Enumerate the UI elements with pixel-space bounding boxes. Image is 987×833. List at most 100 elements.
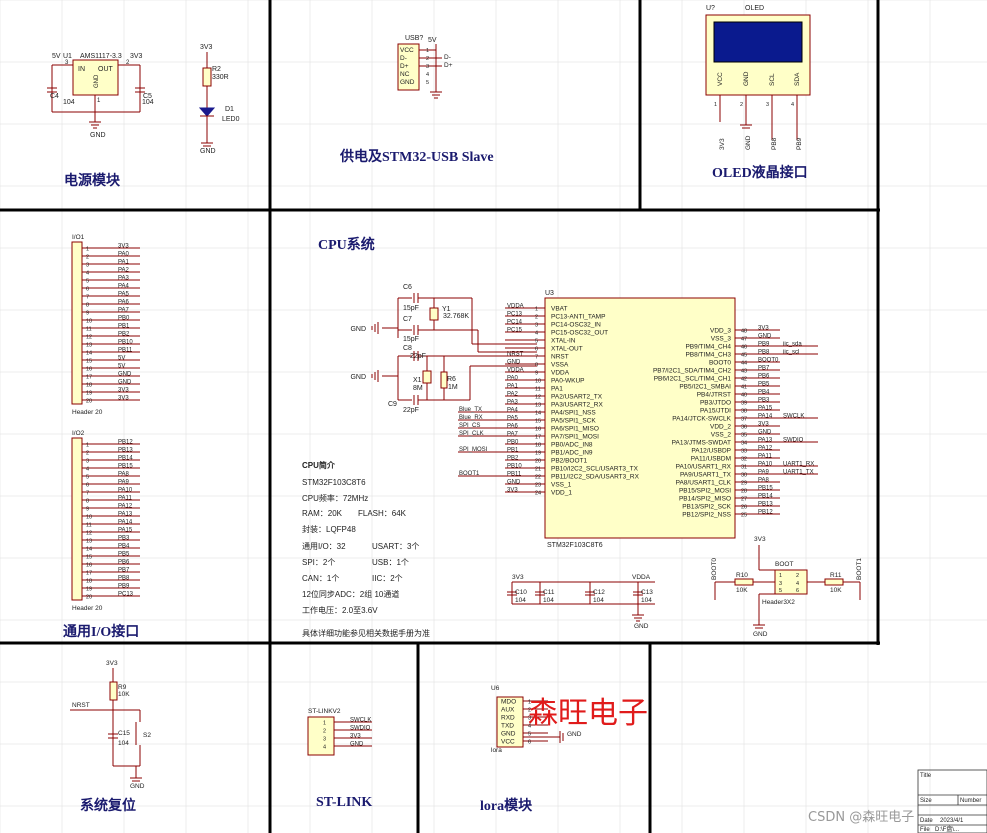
header-pin-number: 13	[86, 539, 92, 545]
mcu-right-net-tag: SWDIO	[783, 438, 804, 444]
mcu-left-net: PA1	[507, 384, 519, 390]
y1-ref: Y1	[442, 306, 451, 313]
header-pin-number: 2	[86, 255, 89, 261]
reset-net-label: NRST	[72, 702, 90, 709]
lora-pin-name: AUX	[501, 707, 515, 714]
cpu-info-line: IIC：2个	[372, 574, 403, 583]
mcu-right-net: PA12	[758, 446, 773, 452]
usb-pin-name: VCC	[400, 47, 414, 54]
mcu-right-net-tag: iic_scl	[783, 350, 799, 356]
mcu-left-net-tag: SPI_CS	[459, 423, 480, 429]
stlink-pin-number: 4	[323, 745, 326, 751]
boot-gnd: GND	[753, 631, 768, 638]
mcu-left-pin-number: 9	[535, 371, 538, 377]
oled-pin-number: 1	[714, 102, 717, 108]
mcu-left-pin-number: 3	[535, 323, 538, 329]
header-net-label: PB14	[118, 456, 133, 462]
c4-ref: C4	[50, 93, 59, 100]
mcu-right-pin-name: PB12/SPI2_NSS	[682, 512, 731, 519]
mcu-right-net-tag: UART1_RX	[783, 462, 814, 468]
boot-pin-number: 4	[796, 581, 799, 587]
r2-ref: R2	[212, 66, 221, 73]
header-pin-number: 17	[86, 375, 92, 381]
watermark-text: 森旺电子	[528, 696, 648, 731]
header-pin-number: 1	[86, 247, 89, 253]
header-pin-number: 20	[86, 399, 92, 405]
lora-part-name: lora	[491, 747, 502, 754]
mcu-left-pin-number: 5	[535, 339, 538, 345]
mcu-left-pin-name: PC14-OSC32_IN	[551, 322, 601, 329]
mcu-right-pin-number: 34	[741, 441, 747, 447]
mcu-left-pin-name: PB10/I2C2_SCL/USART3_TX	[551, 466, 639, 473]
stlink-net-label: GND	[350, 742, 364, 748]
mcu-right-pin-number: 27	[741, 497, 747, 503]
oled-pin-name: SCL	[769, 73, 776, 86]
usb-ref: USB?	[405, 35, 423, 42]
mcu-left-pin-name: PC13-ANTI_TAMP	[551, 314, 605, 321]
mcu-right-net: PA10	[758, 462, 773, 468]
power-pin-out-num: 2	[126, 60, 130, 66]
header-pin-number: 16	[86, 563, 92, 569]
header-net-label: 5V	[118, 364, 125, 370]
header-net-label: PB0	[118, 316, 130, 322]
mcu-right-net: PA8	[758, 478, 770, 484]
mcu-right-pin-name: PA15/JTDI	[700, 408, 731, 415]
header-pin-number: 4	[86, 467, 89, 473]
mcu-left-pin-name: VBAT	[551, 306, 568, 313]
header-net-label: PA15	[118, 528, 133, 534]
section-title-usb: 供电及STM32-USB Slave	[340, 150, 494, 165]
stlink-pin-number: 2	[323, 729, 326, 735]
lora-pin-number: 3	[528, 716, 531, 722]
c4-value: 104	[63, 99, 75, 106]
header-pin-number: 17	[86, 571, 92, 577]
mcu-right-net-tag: SWCLK	[783, 414, 804, 420]
mcu-left-net: PA7	[507, 432, 519, 438]
header-net-label: PA0	[118, 252, 130, 258]
stlink-net-label: 3V3	[350, 734, 361, 740]
lora-pin-name: VCC	[501, 739, 515, 746]
header-net-label: PB11	[118, 348, 133, 354]
stlink-net-label: SWDIO	[350, 726, 371, 732]
mcu-left-net: 3V3	[507, 488, 518, 494]
mcu-left-net: NRST	[507, 352, 524, 358]
mcu-left-net: PA5	[507, 416, 519, 422]
section-title-lora: lora模块	[480, 799, 533, 814]
mcu-right-net: PA11	[758, 454, 772, 460]
boot0-net: BOOT0	[711, 558, 718, 580]
header-net-label: 3V3	[118, 244, 129, 250]
usb-connector	[397, 43, 442, 99]
mcu-right-net: PB12	[758, 510, 773, 516]
mcu-left-pin-number: 18	[535, 443, 541, 449]
mcu-right-pin-number: 42	[741, 377, 747, 383]
mcu-left-pin-name: NRST	[551, 354, 569, 361]
decoup-cap-value: 104	[593, 597, 604, 604]
header-net-label: PA12	[118, 504, 133, 510]
header-net-label: PB2	[118, 332, 130, 338]
header-pin-number: 19	[86, 391, 92, 397]
oled-pin-name: VCC	[717, 72, 724, 86]
mcu-right-pin-number: 30	[741, 473, 747, 479]
header-net-label: 3V3	[118, 388, 129, 394]
header-net-label: PA9	[118, 480, 130, 486]
x1-ref: X1	[413, 377, 422, 384]
mcu-left-net: PC13	[507, 312, 523, 318]
decoup-vdda-label: VDDA	[632, 574, 651, 581]
header-name: Header 20	[72, 409, 103, 416]
mcu-right-pin-number: 38	[741, 409, 747, 415]
lora-module	[496, 696, 564, 748]
header-net-label: PA13	[118, 512, 133, 518]
title-block-date-label: Date	[920, 818, 933, 824]
section-title-gpio: 通用I/O接口	[63, 625, 140, 640]
r9-value: 10K	[118, 691, 130, 698]
mcu-right-net: PB5	[758, 382, 770, 388]
crystal-circuit	[371, 293, 537, 405]
power-out-pin: OUT	[98, 66, 114, 73]
header-net-label: 3V3	[118, 396, 129, 402]
mcu-left-net-tag: Blue_RX	[459, 415, 483, 421]
cpu-info-line: 12位同步ADC：2组 10通道	[302, 590, 400, 599]
header-pin-number: 12	[86, 335, 92, 341]
header-net-label: PB7	[118, 568, 130, 574]
mcu-left-pin-number: 19	[535, 451, 541, 457]
usb-net-dplus: D+	[444, 62, 453, 69]
